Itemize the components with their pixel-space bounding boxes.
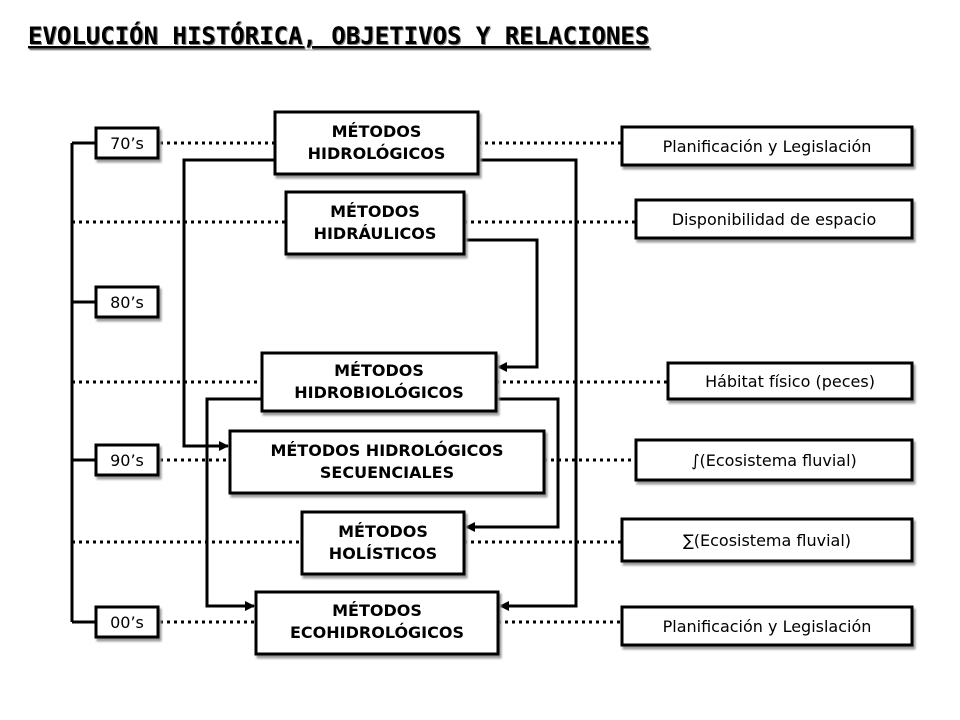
objective-planificacion-2: Planificación y Legislación: [620, 605, 914, 647]
method-hidrobiologicos-line2: HIDROBIOLÓGICOS: [294, 383, 463, 402]
objective-habitat: Hábitat físico (peces): [666, 361, 914, 401]
decade-80s: 80’s: [94, 285, 160, 319]
method-hidrologicos-secuenciales: MÉTODOS HIDROLÓGICOS SECUENCIALES: [228, 429, 546, 495]
connector-hidrologicos-to-ecohidrologicos: [478, 158, 578, 611]
decade-90s: 90’s: [94, 443, 160, 477]
decade-70s: 70’s: [94, 126, 160, 160]
method-hidrobiologicos-line1: MÉTODOS: [334, 361, 424, 380]
decade-label-80s: 80’s: [110, 293, 144, 312]
method-ecohidrologicos-line2: ECOHIDROLÓGICOS: [290, 623, 464, 642]
method-hidraulicos-line2: HIDRÁULICOS: [314, 224, 437, 243]
decade-label-00s: 00’s: [110, 613, 144, 632]
objective-sum-ecosistema: ∑(Ecosistema fluvial): [620, 517, 914, 563]
method-holisticos-line1: MÉTODOS: [338, 522, 428, 541]
objective-planificacion-2-label: Planificación y Legislación: [663, 617, 872, 636]
objective-integral-ecosistema-label: ∫(Ecosistema fluvial): [691, 451, 857, 470]
method-holisticos-line2: HOLÍSTICOS: [329, 544, 437, 563]
method-hidraulicos-line1: MÉTODOS: [330, 202, 420, 221]
objective-disponibilidad-label: Disponibilidad de espacio: [672, 210, 877, 229]
method-hidraulicos: MÉTODOS HIDRÁULICOS: [284, 190, 466, 256]
method-hidrologicos: MÉTODOS HIDROLÓGICOS: [273, 110, 480, 176]
method-hidrobiologicos: MÉTODOS HIDROBIOLÓGICOS: [260, 351, 498, 413]
objective-planificacion-1: Planificación y Legislación: [620, 125, 914, 167]
page-title: EVOLUCIÓN HISTÓRICA, OBJETIVOS Y RELACIO…: [28, 20, 649, 50]
connector-hidraulicos-to-hidrobiologicos: [464, 238, 539, 372]
decade-00s: 00’s: [94, 605, 160, 639]
objective-habitat-label: Hábitat físico (peces): [705, 372, 875, 391]
objective-sum-ecosistema-label: ∑(Ecosistema fluvial): [683, 531, 851, 550]
decade-label-70s: 70’s: [110, 134, 144, 153]
method-holisticos: MÉTODOS HOLÍSTICOS: [300, 510, 466, 576]
objective-planificacion-1-label: Planificación y Legislación: [663, 137, 872, 156]
method-ecohidrologicos: MÉTODOS ECOHIDROLÓGICOS: [254, 590, 500, 656]
method-secuenciales-line2: SECUENCIALES: [320, 463, 454, 482]
connector-hidrobiologicos-to-holisticos: [465, 397, 560, 532]
method-ecohidrologicos-line1: MÉTODOS: [332, 601, 422, 620]
objective-integral-ecosistema: ∫(Ecosistema fluvial): [634, 438, 914, 482]
method-secuenciales-line1: MÉTODOS HIDROLÓGICOS: [270, 441, 503, 460]
method-hidrologicos-line2: HIDROLÓGICOS: [308, 144, 446, 163]
connector-hidrobiologicos-to-ecohidrologicos: [205, 397, 262, 611]
method-hidrologicos-line1: MÉTODOS: [332, 122, 422, 141]
decade-label-90s: 90’s: [110, 451, 144, 470]
objective-disponibilidad: Disponibilidad de espacio: [634, 198, 914, 240]
